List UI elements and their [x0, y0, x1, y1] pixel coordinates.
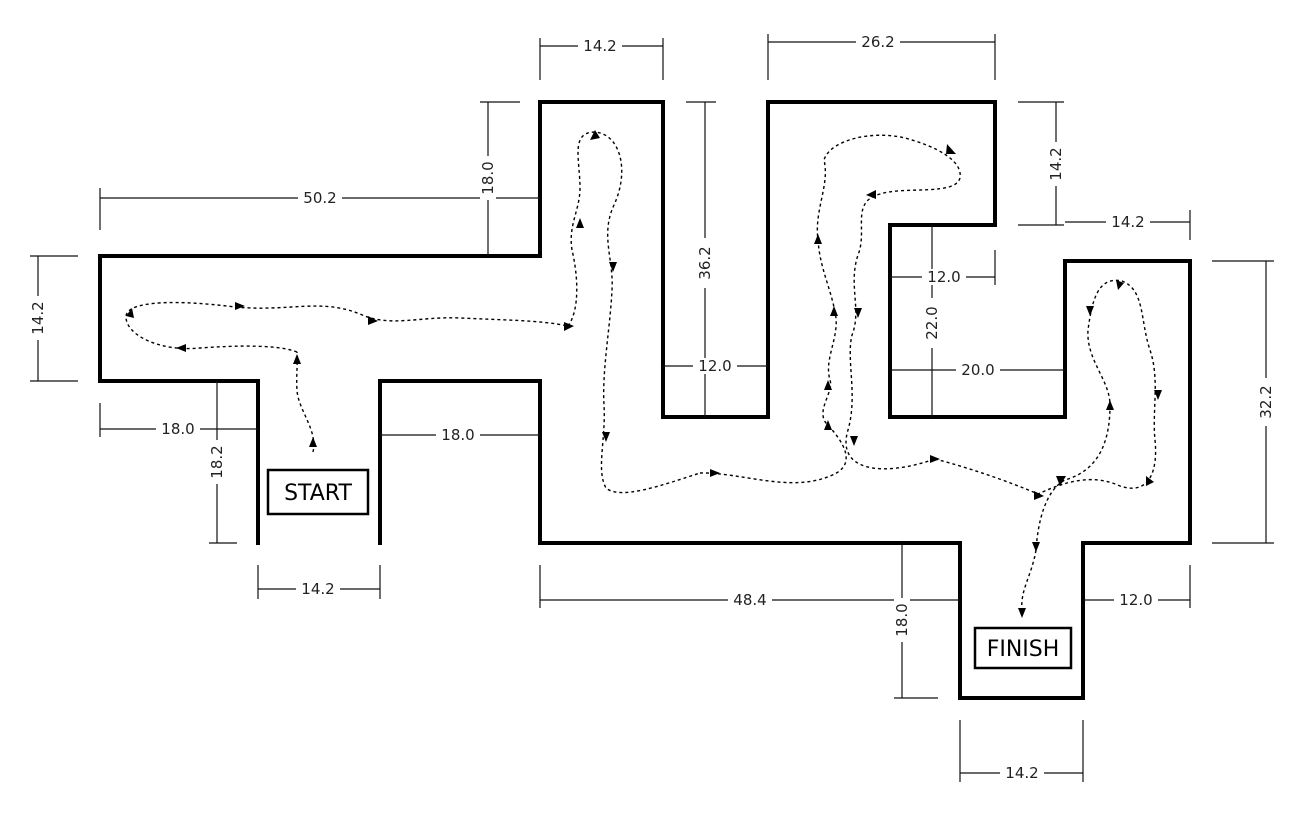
dim-bottom-length: 48.4	[733, 591, 766, 609]
dimension-lines	[30, 34, 1274, 782]
arrow-30	[1018, 608, 1026, 618]
dim-top-right-block: 26.2	[861, 33, 894, 51]
dim-start-left: 18.0	[161, 420, 194, 438]
dim-center-drop: 36.2	[696, 246, 714, 279]
arrow-5	[235, 302, 245, 310]
arrow-29	[1032, 542, 1040, 552]
arrow-22	[1034, 491, 1044, 500]
dimension-labels: 14.2 26.2 14.2 18.0 50.2 36.2 14.2 14.2 …	[29, 33, 1275, 782]
dim-left-height: 14.2	[29, 301, 47, 334]
dim-right-height: 32.2	[1257, 385, 1275, 418]
dim-start-right: 18.0	[441, 426, 474, 444]
arrow-27	[1106, 400, 1114, 410]
arrow-6	[368, 316, 378, 325]
arrow-9	[590, 130, 600, 140]
dim-far-right-height: 14.2	[1047, 147, 1065, 180]
start-box	[266, 468, 370, 516]
wall-main	[98, 100, 1192, 700]
path-segment-left-loop	[125, 301, 569, 353]
dim-finish-height: 18.0	[893, 603, 911, 636]
start-label: START	[284, 481, 352, 506]
finish-label-group: FINISH	[973, 626, 1073, 670]
path-segment-start	[296, 351, 315, 453]
path-segment-up-center-left	[567, 131, 701, 494]
dim-finish-right: 12.0	[1119, 591, 1152, 609]
arrow-12	[710, 469, 720, 477]
start-label-group: START	[266, 468, 370, 516]
arrow-19	[854, 308, 862, 318]
dim-start-width: 14.2	[301, 580, 334, 598]
dim-top-left-height: 18.0	[479, 161, 497, 194]
arrow-28	[1056, 476, 1066, 486]
arrow-2	[293, 354, 301, 364]
arrow-21	[930, 455, 940, 463]
arrow-10	[609, 262, 617, 272]
dim-top-left-slot: 14.2	[583, 37, 616, 55]
arrow-17	[946, 144, 956, 154]
dim-inner-right-height: 22.0	[923, 306, 941, 339]
arrow-4	[126, 308, 134, 318]
arrow-13	[824, 420, 832, 430]
arrow-14	[824, 380, 832, 390]
dim-inner-right-width: 12.0	[927, 268, 960, 286]
finish-box	[973, 626, 1073, 670]
arrow-24	[1154, 390, 1162, 400]
path-arrowheads	[126, 130, 1162, 618]
arrow-1	[309, 437, 317, 447]
dim-right-lower-width: 14.2	[1111, 213, 1144, 231]
arrow-11	[602, 432, 610, 442]
path-segment-right-climb	[699, 134, 961, 484]
dim-left-arm-width: 50.2	[303, 189, 336, 207]
arrow-8	[576, 218, 584, 228]
arrow-7	[564, 322, 574, 331]
dim-inner-bottom-right: 20.0	[961, 361, 994, 379]
arrow-3	[176, 344, 186, 352]
path-segment-right-loop	[934, 279, 1157, 611]
robot-path	[125, 131, 1157, 611]
finish-label: FINISH	[987, 637, 1060, 662]
maze-walls	[98, 100, 1192, 700]
arrow-18	[866, 190, 876, 199]
arrow-16	[814, 234, 822, 244]
arrow-26	[1086, 306, 1094, 316]
dim-start-height: 18.2	[208, 445, 226, 478]
arrow-15	[830, 306, 838, 316]
arrow-25	[1116, 280, 1124, 290]
dim-center-bottom: 12.0	[698, 357, 731, 375]
arrow-23	[1146, 476, 1154, 486]
dim-finish-width: 14.2	[1005, 764, 1038, 782]
arrow-20	[850, 436, 858, 446]
